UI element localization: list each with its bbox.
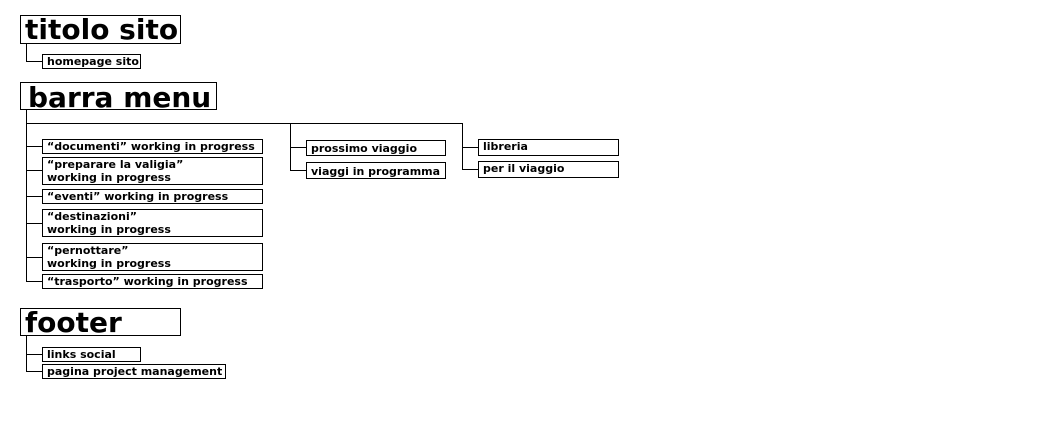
connector-line bbox=[26, 196, 42, 197]
connector-line bbox=[26, 43, 27, 62]
node-eventi: “eventi” working in progress bbox=[42, 189, 263, 204]
connector-line bbox=[26, 170, 42, 171]
node-pagina-project-management: pagina project management bbox=[42, 364, 226, 379]
node-per-il-viaggio: per il viaggio bbox=[478, 161, 619, 178]
connector-line bbox=[26, 146, 42, 147]
node-viaggi-in-programma: viaggi in programma bbox=[306, 162, 446, 179]
connector-line bbox=[26, 281, 42, 282]
connector-line bbox=[26, 109, 27, 282]
node-prossimo-viaggio: prossimo viaggio bbox=[306, 140, 446, 156]
node-pernottare: “pernottare” working in progress bbox=[42, 243, 263, 271]
connector-line bbox=[26, 123, 462, 124]
connector-line bbox=[462, 123, 463, 170]
connector-line bbox=[26, 61, 42, 62]
node-trasporto: “trasporto” working in progress bbox=[42, 274, 263, 289]
node-links-social: links social bbox=[42, 347, 141, 362]
node-libreria: libreria bbox=[478, 139, 619, 156]
connector-line bbox=[462, 147, 478, 148]
connector-line bbox=[26, 354, 42, 355]
connector-line bbox=[290, 170, 306, 171]
connector-line bbox=[26, 335, 27, 372]
connector-line bbox=[26, 371, 42, 372]
node-destinazioni: “destinazioni” working in progress bbox=[42, 209, 263, 237]
connector-line bbox=[462, 169, 478, 170]
node-barra-menu: barra menu bbox=[20, 82, 217, 112]
connector-line bbox=[26, 223, 42, 224]
node-documenti: “documenti” working in progress bbox=[42, 139, 263, 154]
node-preparare-la-valigia: “preparare la valigia” working in progre… bbox=[42, 157, 263, 185]
node-homepage-sito: homepage sito bbox=[42, 54, 141, 69]
node-titolo-sito: titolo sito bbox=[20, 15, 181, 44]
node-footer: footer bbox=[20, 308, 181, 337]
connector-line bbox=[26, 257, 42, 258]
connector-line bbox=[290, 147, 306, 148]
